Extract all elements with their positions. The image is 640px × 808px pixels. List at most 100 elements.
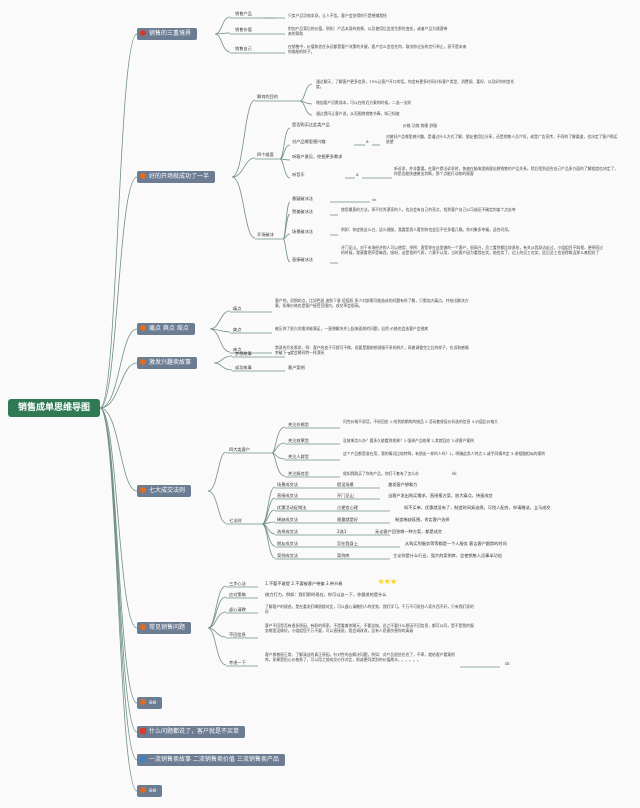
sub-topic-label: 虚心请教: [229, 607, 246, 612]
branch-no-purchase[interactable]: 什么问题都说了，客户就是不买单: [137, 726, 246, 738]
rule-text: 从购买到服务等等都是一个人服务 客吉客户跟踪的时间: [405, 541, 507, 546]
sub-topic-text: 附加产品背后的价值，例如：产品本身的效果，以及使用后会发生那些变化，或者产品为顾…: [288, 26, 448, 36]
sub-topic-label: 痛点: [233, 306, 242, 311]
rule-key: 案例库: [337, 553, 350, 558]
rule-label: 朋友成交法: [277, 541, 298, 546]
sub-topic-label: 关注效果型: [288, 438, 309, 443]
rule-text: 当客户发出购买需求，直接报方案，放大痛点，快速成交: [388, 493, 493, 498]
sub-topic-label: 七法则: [229, 518, 242, 523]
sub-topic-text: 1.不要不敢提 2.不要被客户带偏 3.带节奏: [265, 581, 343, 586]
sub-topic-text: ck: [372, 197, 377, 202]
sub-topic-text: 通过提问让客户说，从而围绕销售节奏，知己知彼: [316, 111, 400, 116]
branch-title: 销售的三重境界: [149, 30, 192, 37]
branch-pain-points[interactable]: 痛点 爽点 痒点: [137, 323, 195, 335]
sub-topic-label: 爽点: [233, 327, 242, 332]
sub-topic-label: 场景破冰法: [292, 229, 313, 234]
branch-title: 七大成交法则: [149, 487, 186, 494]
sub-topic-label: 关注人群型: [288, 454, 309, 459]
sub-topic-label: 是否购买过此类产品: [292, 122, 330, 127]
sub-topic-label: 不回信息: [229, 632, 246, 637]
root-topic[interactable]: 销售成单思维导图: [8, 399, 100, 417]
bullet-icon: [140, 699, 146, 705]
sub-topic-text: 客户怕，恐惧的点，比如色斑 皮肤下垂 痘痘肌 多少对部需可能造成的问题有所了解，…: [275, 298, 469, 308]
sub-topic-label: 直接破冰法: [292, 257, 313, 262]
bullet-icon: [140, 487, 146, 493]
sub-topic-label: 对产品哪里感兴趣: [292, 139, 326, 144]
branch-good-opening[interactable]: 好的开场就成功了一半: [137, 171, 216, 183]
sub-topic-text: 增加客户沉默成本，可以在附近方案的时候，二选一法则: [316, 100, 411, 105]
sub-topic-label: 听客户意见，挖掘更多需求: [292, 154, 343, 159]
branch-title: 好的开场就成功了一半: [149, 173, 210, 180]
sub-topic-label: 四大类客户: [229, 447, 250, 452]
branch-common-problems[interactable]: 常见销售问题: [137, 622, 192, 634]
red-flag-icon: [140, 728, 146, 734]
sub-topic-label: 聊何的目的: [257, 94, 278, 99]
rule-key: 占便宜心理: [337, 505, 358, 510]
sub-topic-text: 没效果怎么办？要多久能看到效果？1.强调产品效果 2.其就回应 3.讲客户案例: [343, 438, 474, 443]
branch-seven-rules[interactable]: 七大成交法则: [137, 485, 192, 497]
sub-topic-text: 客户案例: [288, 365, 305, 370]
branch-title: 常见销售问题: [149, 624, 186, 631]
rule-key: 开门见山: [337, 493, 354, 498]
branch-ee-2[interactable]: ee: [137, 785, 163, 797]
sub-topic-text: 假如我购买了你的产品，你们干套有了怎么办: [343, 471, 419, 476]
sub-topic-text: 常说的开发需求，例：客户的皮子可就可不做，但要是跟她想说服不多的样片，再着调整完…: [275, 345, 469, 355]
sub-topic-label: 四个维度: [257, 152, 274, 157]
sub-topic-text: 了解客户的顾虑，是在委发们瞬眉楼对比，可以虚心请教别人的优势，我们学习。千万不可…: [265, 604, 474, 614]
branch-title: 痛点 爽点 痒点: [149, 325, 189, 332]
rule-key: 2选1: [337, 529, 347, 534]
sub-topic-text: 通过聊天，了解客户更多信息，75%让客户开口的话，你会有更多时间分析客户类型、消…: [316, 79, 515, 89]
sub-topic-text: 这个产品都是谁在用，我的情况比较特殊，有朋友一样的人吗？1。明确此类人特点 2.…: [343, 451, 545, 456]
rule-text: 制造稀缺氛围，肯定客户选择: [395, 517, 450, 522]
branch-title: 激发兴趣卖故事: [149, 359, 192, 366]
bullet-icon: [140, 359, 146, 365]
marker-ck: ck: [505, 661, 510, 666]
sub-topic-text: 被压抑了很久的需求被满足，一直想解决并上起来面前的问题，自然 价格也会选客户会很…: [275, 326, 429, 331]
bullet-icon: [140, 173, 146, 179]
rule-text: 无论客户回答哪一种方案，都是成交: [375, 529, 443, 534]
sub-topic-text: 问完价格不说话，不给回应 1.给到前期的的措品 2.活动套餐促价折选的信息 3.…: [343, 419, 498, 424]
sub-topic-text: 借力打力，例如：我们那时现在，你可以这一下，你跟进的是什么: [265, 592, 387, 597]
branch-title: 什么问题都说了，客户就是不买单: [149, 728, 240, 735]
sub-topic-text: 在销售中，价值和信任永远都是客户决策的关键，客户怎么会信任你，取决你过去的言行举…: [288, 44, 467, 54]
sub-topic-text: 只卖产品功效本身，让人不信。客户会觉得你只是想赚我钱: [288, 13, 387, 18]
rule-label: 选择成交法: [277, 529, 298, 534]
sub-topic-label: 关注价格型: [288, 422, 309, 427]
rule-key: 限量就是好: [337, 517, 358, 522]
marker-a: a: [366, 139, 369, 144]
sub-topic-label: 痒点: [233, 347, 242, 352]
sub-topic-label: 赞美破冰法: [292, 209, 313, 214]
branch-title: ee: [149, 787, 157, 794]
marker-a: a: [356, 172, 359, 177]
sub-topic-text: 对做好产品哪里感兴趣，是通过什么方式了解，朋友使用后分享，还是销售人员介绍，或是…: [386, 134, 618, 144]
branch-three-realms[interactable]: 销售的三重境界: [137, 28, 198, 40]
sub-topic-text: a: [288, 351, 291, 356]
sub-topic-text: 开门见山，对于市场经济的人可以使用；举例：客室你在这里做的一个客户，很高兴，员工…: [341, 245, 603, 255]
sub-topic-label: 关注服务型: [288, 471, 309, 476]
rule-label: 优惠活动促销法: [277, 505, 307, 510]
sub-topic-label: 悬疑破冰法: [292, 196, 313, 201]
sub-topic-label: 三步心法: [229, 581, 246, 586]
rule-label: 直接成交法: [277, 493, 298, 498]
rule-key: 怎在我身上: [337, 541, 358, 546]
rule-key: 假设场景: [337, 482, 354, 487]
bullet-icon: [140, 787, 146, 793]
rule-text: 如不买单，优惠就没有了，制造时间紧迫感，可找人配合，申请赠送，立马成交: [404, 505, 551, 510]
sub-topic-label: 梦想故事: [235, 351, 252, 356]
branch-story[interactable]: 激发兴趣卖故事: [137, 357, 198, 369]
sub-topic-text: 例如：你皮肤这么白，这么细腻，我要是男人看到你也会忍不住多看几眼。你对象多幸福，…: [341, 227, 512, 232]
sub-topic-label: 销售自己: [235, 46, 252, 51]
rule-text: 主论你是什么行业，强大的案例库，会使销售人员事半功倍: [393, 553, 502, 558]
sub-topic-text: 听诉求，并非重要。在客户提出诉求时，快速在脑海里梳理出想销售的产品关系，然后找到…: [394, 166, 619, 176]
star-rating: ⭐⭐⭐: [378, 579, 397, 585]
sub-topic-label: 应对策略: [229, 592, 246, 597]
sub-topic-text: 使用最直的方法，再不优秀漂亮的人，也总会有自己的亮点，找到客户自己以可或还不确定…: [341, 207, 516, 212]
bullet-icon: [140, 624, 146, 630]
sub-topic-label: 成功故事: [235, 365, 252, 370]
branch-title: ee: [149, 699, 157, 706]
sub-topic-text: 客户都曾很正常，了解清这的真正原因，针对性的去解决问题，例如：对产品很信任也了，…: [265, 652, 455, 662]
bullet-icon: [140, 325, 146, 331]
rule-label: 案例成交法: [277, 553, 298, 558]
branch-ee[interactable]: ee: [137, 697, 163, 709]
branch-sales-tiers[interactable]: 一流销售卖故事 二流销售卖价值 三流销售卖产品: [137, 754, 285, 766]
